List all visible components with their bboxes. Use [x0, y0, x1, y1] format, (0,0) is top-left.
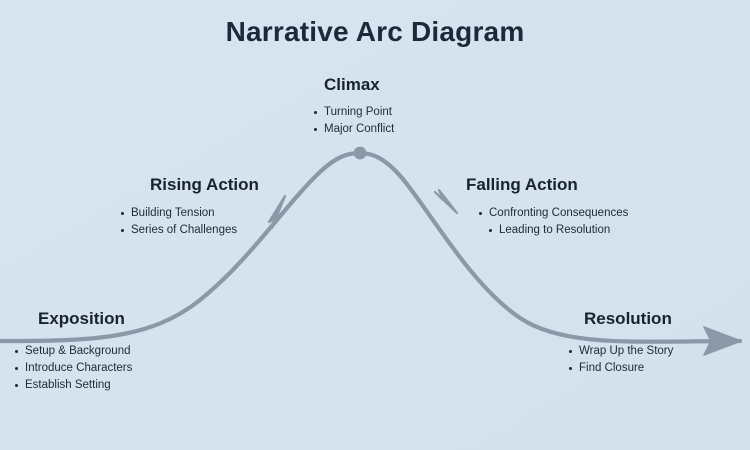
stage-block-exposition: Exposition Setup & Background Introduce …	[12, 309, 132, 394]
stage-block-resolution: Resolution Wrap Up the Story Find Closur…	[568, 309, 673, 377]
stage-bullets-falling-action: Confronting Consequences Leading to Reso…	[478, 205, 628, 239]
stage-block-climax: Climax Turning Point Major Conflict	[305, 75, 394, 138]
stage-heading-exposition: Exposition	[38, 309, 125, 328]
stage-block-falling-action: Falling Action Confronting Consequences …	[464, 175, 628, 239]
stage-bullets-resolution: Wrap Up the Story Find Closure	[568, 343, 673, 377]
list-item: Series of Challenges	[120, 222, 259, 239]
list-item: Wrap Up the Story	[568, 343, 673, 360]
list-item: Setup & Background	[14, 343, 132, 360]
rising-action-arrowhead-icon	[267, 194, 287, 230]
resolution-arrowhead-icon	[703, 326, 742, 356]
stage-block-rising-action: Rising Action Building Tension Series of…	[120, 175, 259, 239]
stage-bullets-rising-action: Building Tension Series of Challenges	[120, 205, 259, 239]
list-item: Major Conflict	[313, 121, 394, 138]
stage-bullets-exposition: Setup & Background Introduce Characters …	[14, 343, 132, 394]
stage-heading-rising-action: Rising Action	[150, 175, 259, 194]
list-item: Introduce Characters	[14, 360, 132, 377]
list-item: Turning Point	[313, 104, 394, 121]
stage-bullets-climax: Turning Point Major Conflict	[313, 104, 394, 138]
page-title: Narrative Arc Diagram	[225, 16, 525, 47]
list-item: Find Closure	[568, 360, 673, 377]
stage-heading-falling-action: Falling Action	[466, 175, 578, 194]
climax-marker-dot	[353, 146, 367, 160]
stage-heading-resolution: Resolution	[584, 309, 672, 328]
list-item: Confronting Consequences	[478, 205, 628, 222]
list-item: Establish Setting	[14, 377, 132, 394]
falling-action-arrowhead-icon	[433, 188, 459, 215]
stage-heading-climax: Climax	[324, 75, 380, 94]
list-item: Building Tension	[120, 205, 259, 222]
list-item: Leading to Resolution	[488, 222, 628, 239]
